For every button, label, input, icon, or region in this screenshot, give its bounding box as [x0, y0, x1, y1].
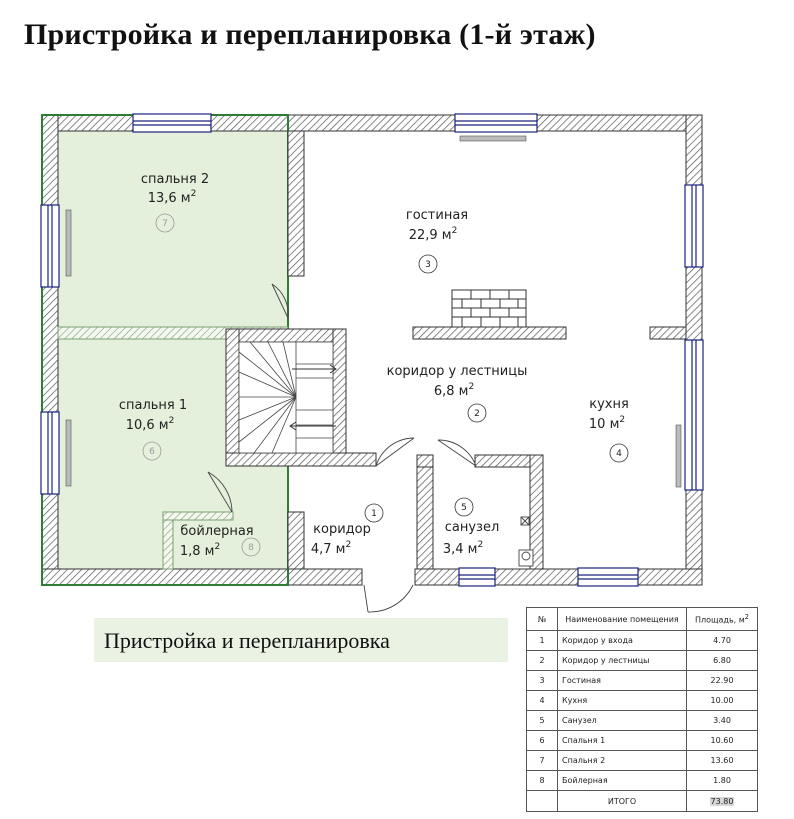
- table-total-row: ИТОГО 73.80: [526, 790, 758, 812]
- room-name: санузел: [445, 520, 500, 535]
- room-name: спальня 1: [119, 398, 187, 413]
- table-header-row: № Наименование помещения Площадь, м2: [526, 607, 758, 631]
- svg-text:10 м2: 10 м2: [589, 415, 625, 432]
- room-name: гостиная: [406, 208, 468, 223]
- legend-label: Пристройка и перепланировка: [104, 628, 390, 653]
- fireplace: [451, 289, 527, 328]
- room-area: 1,8 м: [180, 544, 215, 559]
- svg-text:3,4 м2: 3,4 м2: [443, 540, 483, 557]
- room-area: 4,7 м: [311, 542, 346, 557]
- svg-text:1,8 м2: 1,8 м2: [180, 542, 220, 559]
- room-name: спальня 2: [141, 172, 209, 187]
- room-area: 10,6 м: [126, 418, 169, 433]
- svg-text:6,8 м2: 6,8 м2: [434, 382, 474, 399]
- room-labels: спальня 2 13,6 м2 7 гостиная 22,9 м2 3 к…: [119, 172, 629, 559]
- svg-text:13,6 м2: 13,6 м2: [148, 189, 197, 206]
- staircase: [238, 341, 334, 454]
- room-number: 5: [461, 503, 467, 513]
- room-name: кухня: [589, 397, 629, 412]
- room-name: коридор у лестницы: [387, 364, 528, 379]
- bathroom-fixtures: [518, 516, 534, 567]
- page-title: Пристройка и перепланировка (1-й этаж): [24, 18, 596, 51]
- svg-text:10,6 м2: 10,6 м2: [126, 416, 175, 433]
- room-number: 6: [149, 447, 155, 457]
- room-number: 2: [474, 409, 480, 419]
- room-area: 22,9 м: [409, 228, 452, 243]
- room-name: коридор: [313, 522, 371, 537]
- room-number: 3: [425, 260, 431, 270]
- room-name: бойлерная: [180, 524, 253, 539]
- radiators: [65, 135, 682, 488]
- total-value: 73.80: [709, 796, 735, 806]
- room-area: 3,4 м: [443, 542, 478, 557]
- windows: [40, 113, 704, 587]
- room-number: 4: [616, 449, 622, 459]
- table-header-name: Наименование помещения: [557, 607, 687, 631]
- table-header-area: Площадь, м2: [686, 607, 758, 631]
- legend-swatch: [94, 618, 508, 662]
- room-area: 13,6 м: [148, 191, 191, 206]
- doors: [207, 283, 477, 613]
- svg-text:22,9 м2: 22,9 м2: [409, 226, 458, 243]
- stair-arrows: [289, 364, 337, 431]
- room-area: 6,8 м: [434, 384, 469, 399]
- room-area: 10 м: [589, 417, 619, 432]
- table-header-num: №: [526, 607, 558, 631]
- room-number: 1: [371, 509, 377, 519]
- room-number: 8: [248, 543, 254, 553]
- room-number: 7: [162, 219, 168, 229]
- svg-text:4,7 м2: 4,7 м2: [311, 540, 351, 557]
- total-label: ИТОГО: [557, 790, 687, 812]
